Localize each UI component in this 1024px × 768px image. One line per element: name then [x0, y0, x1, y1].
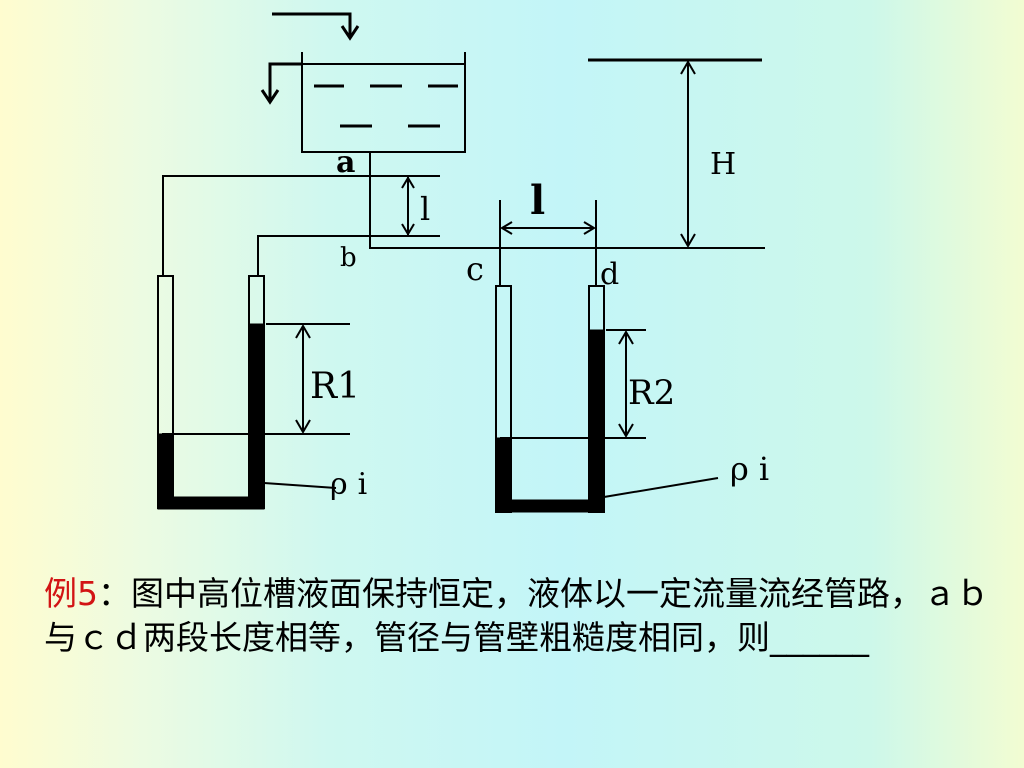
overflow-arrowhead	[260, 89, 280, 105]
dim-arrowhead	[618, 330, 634, 345]
manometer2-bottom	[495, 499, 605, 513]
label-rho-i-left: ρi	[330, 467, 377, 502]
manometer1-bottom	[157, 496, 265, 510]
rho-leader-2	[603, 477, 719, 498]
dim-arrowhead	[500, 221, 513, 235]
label-a: a	[336, 145, 355, 180]
label-d: d	[600, 257, 619, 292]
inflow-arrowhead	[340, 25, 360, 41]
label-R2: R2	[628, 373, 675, 413]
label-b: b	[340, 243, 357, 273]
tank	[301, 52, 466, 153]
label-H: H	[710, 147, 736, 182]
manometer1-fluid-right	[248, 323, 265, 509]
pipe	[369, 152, 765, 249]
label-c: c	[466, 250, 484, 288]
dim-arrowhead	[680, 233, 696, 248]
answer-blank: ______	[770, 618, 869, 657]
rho-leader-1	[263, 482, 337, 489]
dim-arrowhead	[401, 176, 415, 189]
dim-arrowhead	[583, 221, 596, 235]
label-l-vertical: l	[420, 190, 430, 228]
dim-arrowhead	[680, 60, 696, 75]
dim-arrowhead	[401, 223, 415, 236]
dim-arrowhead	[618, 423, 634, 438]
label-l-horizontal: l	[530, 177, 545, 224]
tap-a-line	[162, 175, 440, 276]
problem-text: ：图中高位槽液面保持恒定，液体以一定流量流经管路，ａｂ与ｃｄ两段长度相等，管径与…	[44, 574, 989, 657]
inflow-arrow	[272, 12, 352, 36]
problem-statement: 例5：图中高位槽液面保持恒定，液体以一定流量流经管路，ａｂ与ｃｄ两段长度相等，管…	[44, 572, 994, 660]
overflow-arrow	[268, 62, 302, 100]
pipe-manometer-diagram: a b c d l l H R1 R2 ρi ρi	[157, 12, 779, 513]
dim-arrowhead	[295, 324, 311, 339]
manometer2-fluid-right	[588, 329, 605, 513]
tap-b-line	[257, 235, 440, 276]
label-rho-i-right: ρi	[730, 450, 779, 488]
dim-arrowhead	[295, 419, 311, 434]
example-number: 例5	[44, 574, 98, 613]
label-R1: R1	[310, 366, 360, 407]
